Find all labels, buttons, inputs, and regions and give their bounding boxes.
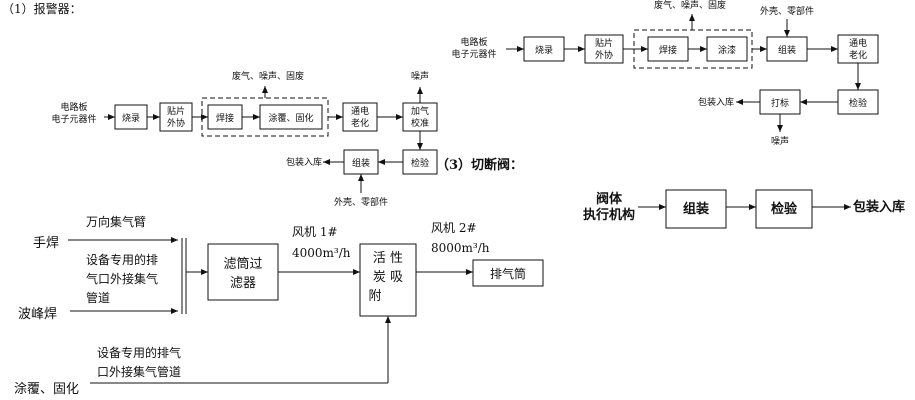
valve-assemble-box [665,189,727,229]
source-coat-cure: 涂覆、固化 [14,381,79,397]
heading-alarm: （1）报警器： [2,1,82,16]
flow2-smt-line1: 贴片 [595,37,613,49]
flow2-output-label: 包装入库 [698,96,734,108]
alarm-inspect-label: 检验 [411,157,429,169]
flow2-paint-box [706,36,748,62]
flow2-noise-label: 噪声 [771,135,789,147]
pipe2-line2: 口外接集气管道 [97,364,181,379]
flow2-input-line1: 电路板 [460,36,487,48]
source-hand-weld: 手焊 [33,235,59,251]
arm-label: 万向集气臂 [86,214,146,229]
alarm-aging-line1: 通电 [351,105,369,117]
flow2-assemble-label: 组装 [778,44,796,56]
alarm-output-label: 包装入库 [286,156,322,168]
filter-box [207,243,279,301]
alarm-gas-line2: 校准 [411,117,429,129]
exhaust-flow: 手焊 波峰焊 涂覆、固化 万向集气臂 设备专用的排 气口外接集气 管道 滤筒过 … [14,214,544,397]
alarm-input-line1: 电路板 [60,101,87,113]
alarm-aging-box [342,102,378,132]
pipe1-line2: 气口外接集气 [86,271,158,286]
stack-box [472,259,544,287]
carbon-line2: 炭 吸 [373,270,403,285]
flow2-assemble-box [766,36,808,62]
valve-inspect-box [755,189,813,229]
fan1-name: 风机 1# [292,225,338,239]
carbon-line1: 活 性 [373,251,403,266]
alarm-weld-label: 焊接 [216,112,234,124]
alarm-assemble-label: 组装 [352,157,370,169]
alarm-coat-box [259,104,323,130]
alarm-input-line2: 电子元器件 [51,113,96,125]
flow2-aging-line1: 通电 [849,37,867,49]
alarm-flow: 电路板 电子元器件 烧录 贴片 外协 焊接 涂覆、固化 废气、噪声、固废 通电 … [51,70,438,208]
valve-input-line1: 阀体 [596,191,623,207]
source-wave-solder: 波峰焊 [18,306,57,322]
valve-flow: 阀体 执行机构 组装 检验 包装入库 [583,189,905,229]
flow2-paint-label: 涂漆 [718,44,736,56]
valve-assemble-label: 组装 [683,201,709,217]
carbon-line3: 附 [368,289,381,304]
alarm-burn-label: 烧录 [122,112,140,124]
alarm-parts-label: 外壳、零部件 [334,196,388,208]
alarm-coat-label: 涂覆、固化 [268,112,313,124]
pipe2-line1: 设备专用的排气 [97,345,181,360]
alarm-noise-label: 噪声 [411,70,429,82]
fan2-name: 风机 2# [431,221,477,235]
valve-input-line2: 执行机构 [583,207,635,223]
flow2-waste-label: 废气、噪声、固废 [654,0,726,11]
flow2-parts-label: 外壳、零部件 [760,5,814,17]
fan2-flow: 8000m³/h [431,241,490,255]
filter-line2: 滤器 [230,276,256,291]
heading-valve: （3）切断阀： [436,157,523,173]
flow2-smt-line2: 外协 [595,49,613,61]
valve-output-label: 包装入库 [853,199,905,215]
pipe1-line1: 设备专用的排 [86,252,158,267]
flow2: 电路板 电子元器件 烧录 贴片 外协 焊接 涂漆 废气、噪声、固废 组装 外壳、… [451,0,879,147]
alarm-aging-line2: 老化 [351,117,369,129]
valve-inspect-label: 检验 [771,201,798,217]
flow2-aging-line2: 老化 [849,49,867,61]
pipe1-line3: 管道 [86,290,110,305]
fan1-flow: 4000m³/h [292,246,351,260]
alarm-gas-line1: 加气 [411,105,429,117]
flow2-aging-box [837,34,879,64]
flow2-mark-label: 打标 [771,97,789,109]
alarm-smt-line2: 外协 [167,117,185,129]
stack-label: 排气筒 [490,266,526,281]
flow2-burn-label: 烧录 [535,44,553,56]
flow2-inspect-box [837,89,879,115]
flow2-inspect-label: 检验 [849,97,867,109]
carbon-box [359,243,417,317]
flow2-weld-label: 焊接 [659,44,677,56]
alarm-waste-label: 废气、噪声、固废 [232,70,304,82]
filter-line1: 滤筒过 [223,256,262,272]
flow2-input-line2: 电子元器件 [451,48,496,60]
alarm-smt-line1: 贴片 [167,105,185,117]
alarm-inspect-box [402,149,438,175]
alarm-weld-box [207,104,243,130]
